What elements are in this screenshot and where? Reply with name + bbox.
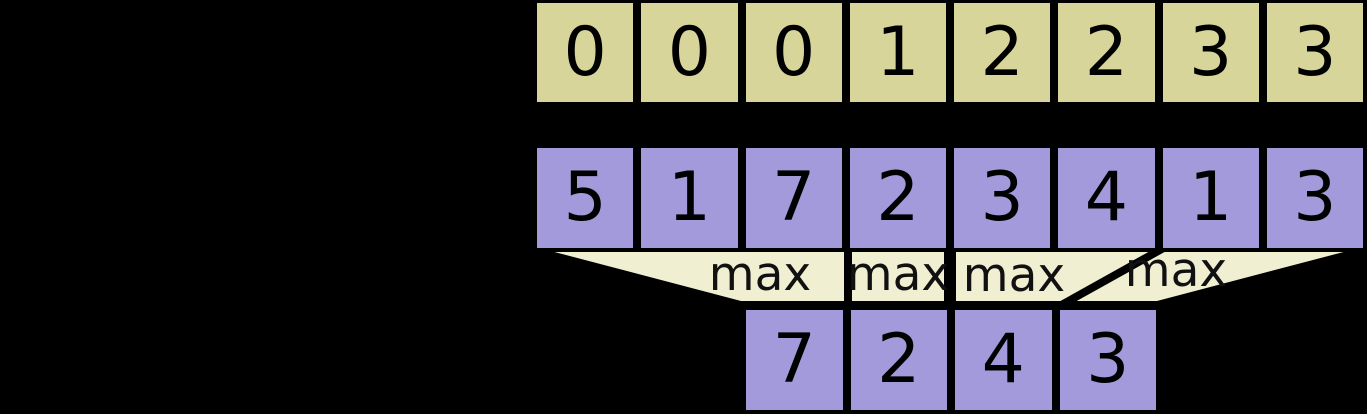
data-cell: 1 <box>1158 144 1263 252</box>
segment-id-cell: 0 <box>533 0 638 106</box>
data-cell: 3 <box>950 144 1055 252</box>
data-cell: 4 <box>1054 144 1159 252</box>
segment-id-cell: 2 <box>1054 0 1159 106</box>
segment-id-cell: 0 <box>741 0 846 106</box>
max-funnel-shape <box>848 248 948 305</box>
segment-ids-row: 0 0 0 1 2 2 3 3 <box>533 0 1367 106</box>
data-cell: 2 <box>845 144 950 252</box>
max-label: max <box>709 247 811 302</box>
max-label: max <box>963 248 1065 303</box>
max-funnel-shape <box>538 248 848 305</box>
output-cell: 3 <box>1055 306 1160 414</box>
data-cell: 5 <box>533 144 638 252</box>
data-cell: 3 <box>1262 144 1367 252</box>
data-cell: 1 <box>637 144 742 252</box>
output-cell: 4 <box>951 306 1056 414</box>
segment-id-cell: 0 <box>637 0 742 106</box>
segment-id-cell: 1 <box>845 0 950 106</box>
max-funnel-shape <box>1061 248 1360 305</box>
output-cell: 7 <box>742 306 847 414</box>
output-cell: 2 <box>846 306 951 414</box>
segment-id-cell: 2 <box>950 0 1055 106</box>
data-cell: 7 <box>741 144 846 252</box>
output-row: 7 2 4 3 <box>742 306 1160 414</box>
data-row: 5 1 7 2 3 4 1 3 <box>533 144 1367 252</box>
max-funnel-shape <box>952 248 1164 305</box>
segment-id-cell: 3 <box>1262 0 1367 106</box>
segment-id-cell: 3 <box>1158 0 1263 106</box>
max-label: max <box>847 247 949 302</box>
